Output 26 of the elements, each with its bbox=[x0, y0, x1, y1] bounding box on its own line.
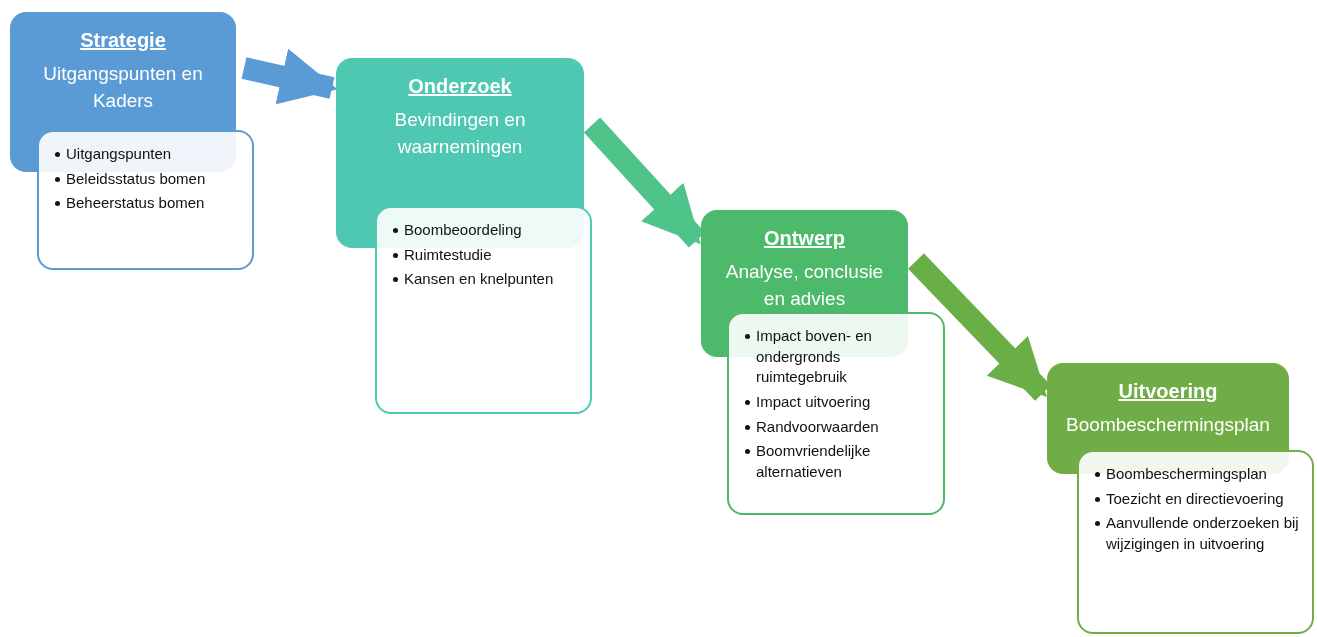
bullet-list-box bbox=[1077, 450, 1314, 634]
stage-title: Uitvoering bbox=[1118, 379, 1218, 404]
bullet-text: Beleidsstatus bomen bbox=[66, 168, 206, 189]
bullet-text: Boombeoordeling bbox=[404, 220, 522, 240]
bullet-text: Kansen en knelpunten bbox=[404, 269, 554, 290]
bullet-text: Toezicht en directievoering bbox=[1106, 488, 1284, 509]
bullet-text: Boombeschermingsplan bbox=[1106, 464, 1267, 484]
bullet-text: Impact boven- en ondergronds ruimtegebruik bbox=[756, 326, 873, 388]
stage-subtitle: Uitgangspunten en Kaders bbox=[42, 62, 204, 113]
stage-title: Ontwerp bbox=[763, 226, 846, 251]
stage-subtitle: Boombeschermingsplan bbox=[1066, 413, 1270, 437]
bullet-list-box bbox=[37, 130, 254, 270]
bullet-text: Impact uitvoering bbox=[756, 391, 871, 412]
bullet-text: Boomvriendelijke alternatieven bbox=[756, 441, 872, 482]
bullet-list-box bbox=[727, 312, 945, 515]
stage-title: Strategie bbox=[80, 28, 166, 53]
bullet-text: Uitgangspunten bbox=[66, 144, 172, 164]
bullet-text: Beheerstatus bomen bbox=[66, 193, 205, 214]
stage-subtitle: Bevindingen en waarnemingen bbox=[393, 108, 527, 159]
bullet-text: Ruimtestudie bbox=[404, 244, 492, 265]
stage-title: Onderzoek bbox=[408, 74, 512, 99]
bullet-text: Randvoorwaarden bbox=[756, 416, 879, 437]
bullet-list-box bbox=[375, 206, 592, 414]
bullet-text: Aanvullende onderzoeken bij wijzigingen in uitvoering bbox=[1106, 513, 1300, 554]
stage-subtitle: Analyse, conclusie en advies bbox=[724, 260, 885, 311]
block-arrow bbox=[241, 48, 338, 105]
